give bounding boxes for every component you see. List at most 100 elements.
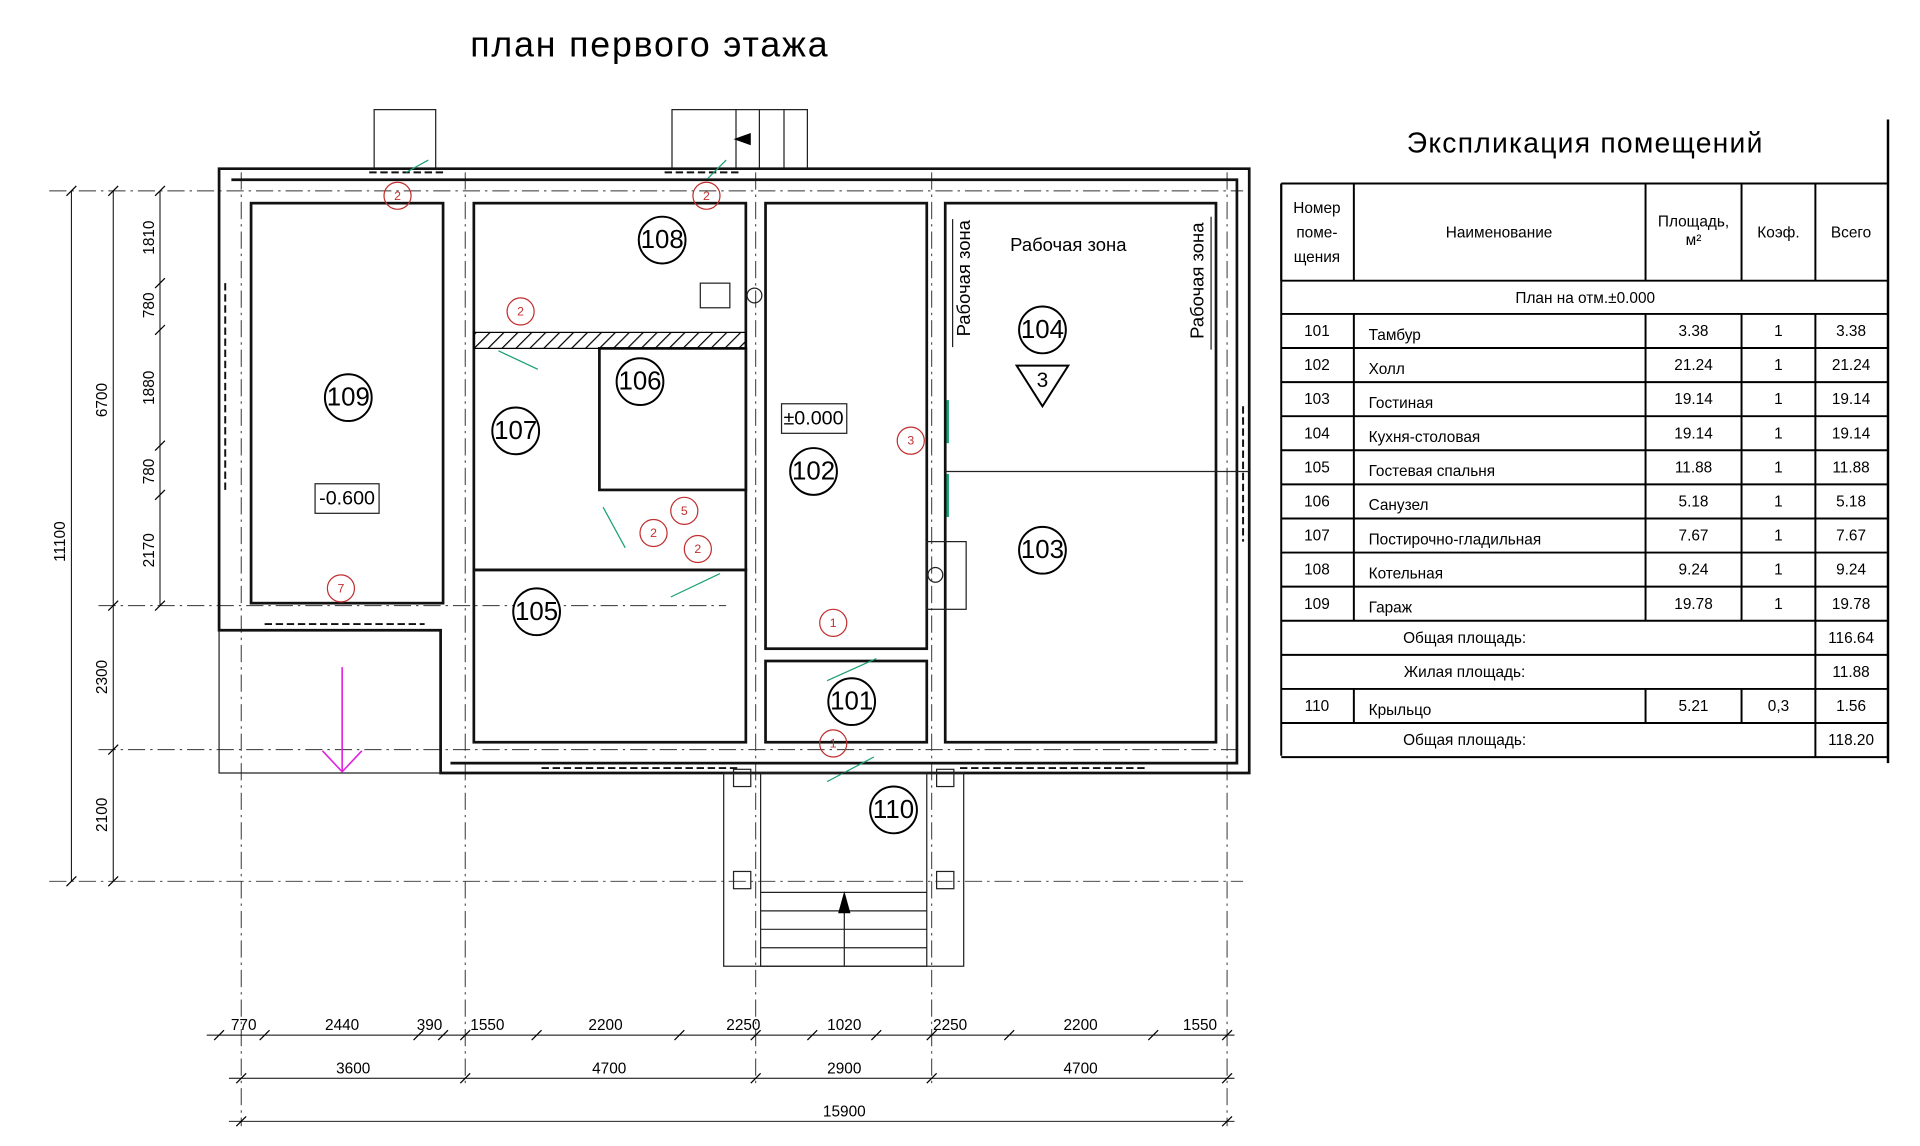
dimension-label: 1550 — [470, 1017, 504, 1034]
dimension-tick — [459, 1029, 471, 1041]
table-row-name: Кухня-столовая — [1369, 429, 1481, 446]
table-row-name: Холл — [1369, 361, 1405, 378]
table-row-coef: 1 — [1774, 494, 1783, 511]
zone-label-right: Рабочая зона — [1187, 222, 1208, 339]
svg-text:103: 103 — [1021, 536, 1064, 564]
dimension-tick — [154, 600, 166, 611]
svg-text:106: 106 — [618, 368, 661, 396]
svg-text:109: 109 — [327, 384, 370, 412]
dimension-label: 1810 — [141, 221, 158, 255]
dimension-label: 3600 — [336, 1060, 370, 1077]
table-row-number: 106 — [1304, 494, 1330, 511]
dimension-tick — [235, 1115, 247, 1127]
svg-text:110: 110 — [873, 796, 914, 824]
garage-level: -0.600 — [319, 488, 375, 510]
dimension-tick — [107, 744, 119, 755]
marker-circle — [506, 297, 535, 326]
table-row-area: 7.67 — [1679, 528, 1709, 545]
hatched-wall — [473, 331, 747, 350]
room-108-label: 108 — [637, 215, 687, 265]
dimension-label: 2100 — [94, 798, 111, 832]
marker-circle — [692, 181, 721, 210]
table-row-number: 105 — [1304, 459, 1330, 476]
room-labels: 109 108 107 106 102 104 103 105 101 110 — [323, 215, 1067, 835]
table-row-total: 11.88 — [1832, 459, 1869, 476]
dimension-tick — [413, 1029, 424, 1041]
table-row-area: 3.38 — [1679, 323, 1709, 340]
table-row-area: 19.14 — [1674, 425, 1713, 442]
dimension-label: 2440 — [325, 1017, 359, 1034]
total-area-label: Общая площадь: — [1403, 630, 1526, 647]
header-name: Наименование — [1446, 225, 1553, 242]
marker-number: 5 — [681, 504, 688, 518]
table-row-name: Котельная — [1369, 565, 1443, 582]
living-area-label: Жилая площадь: — [1404, 664, 1525, 681]
table-row-coef: 1 — [1774, 425, 1783, 442]
table-row-name: Гостевая спальня — [1369, 463, 1495, 480]
rear-structures — [373, 109, 808, 170]
section-label: План на отм.±0.000 — [1515, 290, 1655, 307]
dimension-label: 2200 — [1064, 1017, 1098, 1034]
svg-text:101: 101 — [830, 688, 873, 716]
dimension-label: 2200 — [588, 1017, 622, 1034]
table-row-area: 19.78 — [1674, 596, 1712, 613]
table-row-area: 9.24 — [1679, 562, 1709, 579]
hall-level: ±0.000 — [783, 408, 843, 430]
dimension-label: 2170 — [141, 533, 158, 567]
dimension-tick — [926, 1029, 938, 1041]
dimension-tick — [926, 1072, 938, 1084]
svg-text:102: 102 — [792, 457, 835, 485]
table-row-total: 7.67 — [1836, 528, 1866, 545]
dimension-tick — [870, 1029, 882, 1041]
porch-row-name: Крыльцо — [1369, 702, 1432, 719]
marker-circle — [683, 534, 713, 564]
table-row-total: 21.24 — [1832, 357, 1871, 374]
table-row-coef: 1 — [1774, 596, 1783, 613]
table-row-total: 19.14 — [1832, 425, 1871, 442]
grand-total-value: 118.20 — [1828, 732, 1874, 749]
grid-axes — [49, 172, 1244, 1127]
marker-number: 3 — [907, 434, 914, 448]
table-row-area: 19.14 — [1674, 391, 1713, 408]
svg-text:105: 105 — [515, 598, 558, 626]
porch — [321, 667, 965, 967]
svg-text:107: 107 — [494, 417, 537, 445]
marker-number: 2 — [517, 304, 524, 318]
dimension-tick — [459, 1072, 471, 1084]
table-row-number: 109 — [1304, 596, 1330, 613]
room-104-label: 104 — [1018, 305, 1067, 355]
table-row-area: 5.18 — [1679, 494, 1709, 511]
dimension-tick — [1003, 1029, 1015, 1041]
dimension-tick — [235, 1072, 247, 1084]
room-110-label: 110 — [869, 785, 918, 835]
table-row-area: 21.24 — [1674, 357, 1713, 374]
marker-circle — [896, 426, 925, 455]
dimension-label: 2300 — [94, 660, 111, 694]
header-area: м² — [1686, 232, 1702, 249]
dimension-tick — [66, 185, 77, 197]
table-title: Экспликация помещений — [1407, 127, 1764, 159]
marker-circle — [639, 518, 668, 548]
dimension-tick — [437, 1029, 449, 1041]
zone-labels: Рабочая зона Рабочая зона Рабочая зона — [952, 216, 1212, 350]
table-row-name: Гостиная — [1369, 395, 1434, 412]
dimension-tick — [154, 324, 166, 336]
dimension-label: 390 — [417, 1017, 443, 1034]
marker-number: 2 — [394, 189, 401, 203]
room-105-label: 105 — [512, 587, 561, 637]
section-triangle-number: 3 — [1037, 369, 1049, 392]
header-number: щения — [1294, 249, 1340, 266]
table-row-name: Тамбур — [1369, 327, 1421, 344]
dimension-label: 2250 — [933, 1017, 967, 1034]
porch-row-total: 1.56 — [1836, 698, 1866, 715]
marker-circle — [819, 729, 848, 758]
dimension-label: 4700 — [1064, 1060, 1098, 1077]
room-schedule-table: Экспликация помещенийНомерпоме-щенияНаим… — [1280, 119, 1890, 764]
dimension-tick — [674, 1029, 685, 1041]
dimension-tick — [107, 185, 119, 197]
dimension-tick — [154, 185, 166, 197]
dimension-tick — [154, 489, 166, 501]
dimension-tick — [806, 1029, 818, 1041]
